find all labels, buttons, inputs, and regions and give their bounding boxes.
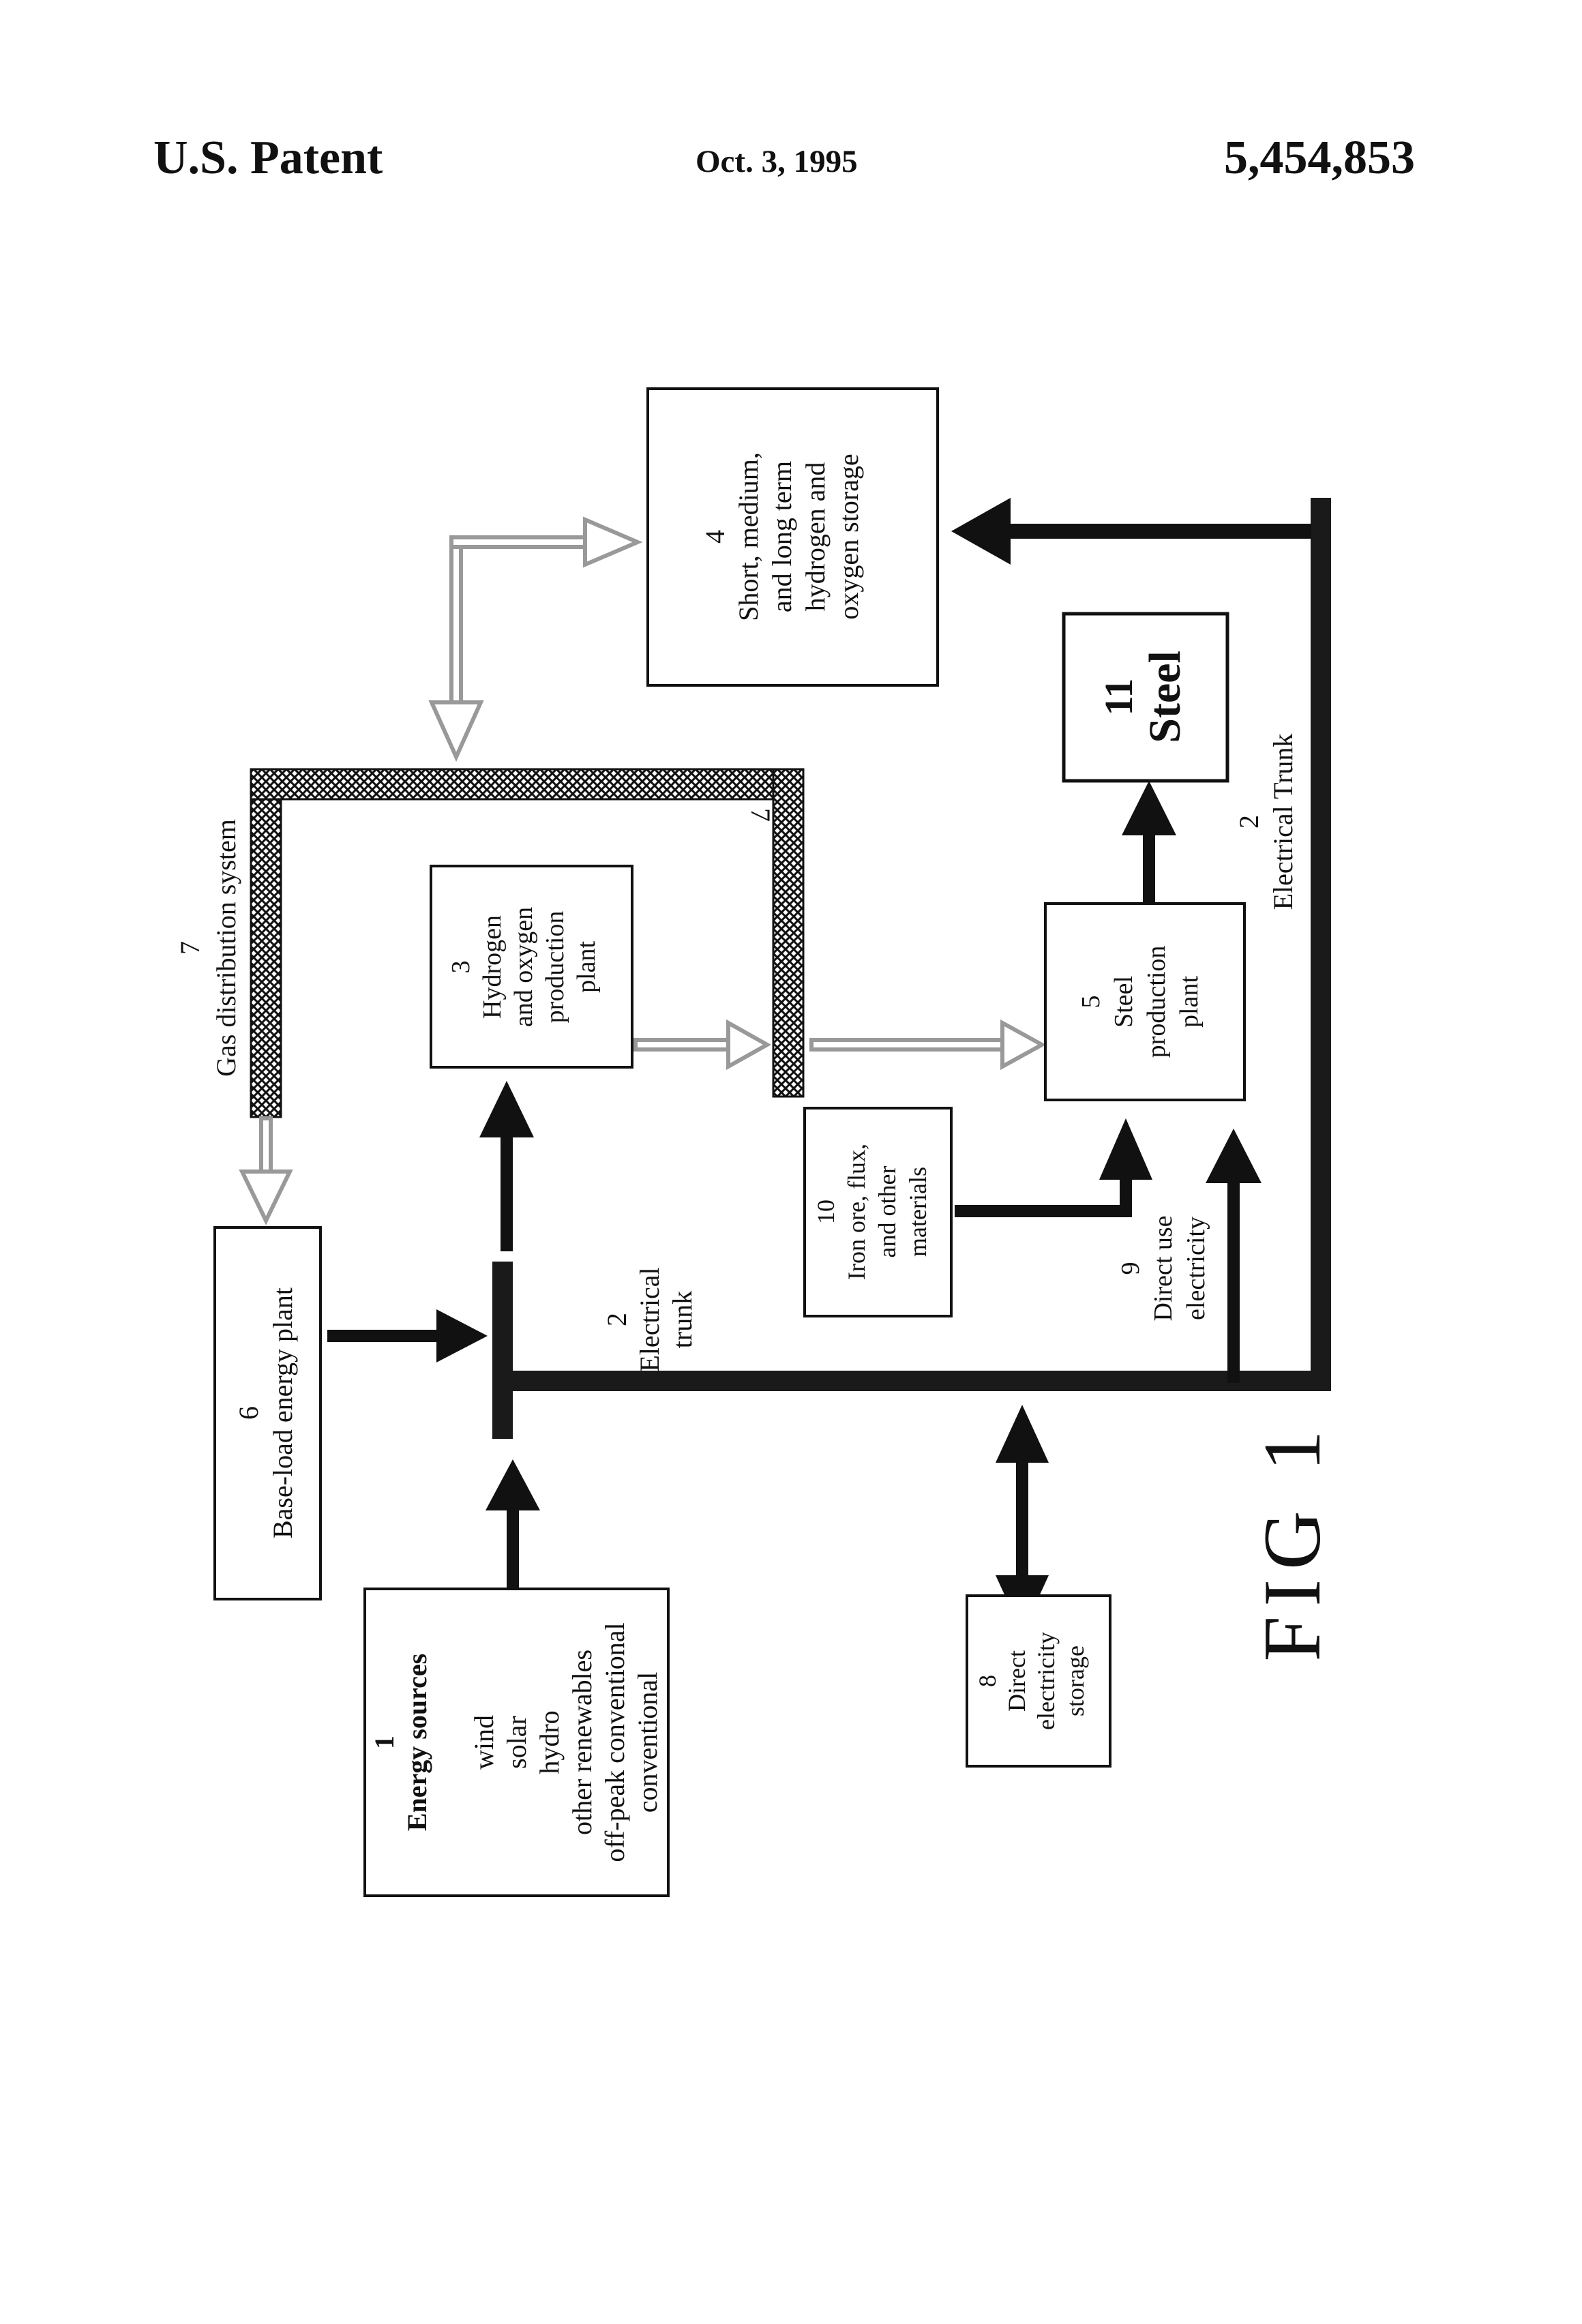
box-line: Direct	[1003, 1650, 1030, 1712]
list-item: solar	[501, 1716, 532, 1769]
box-line: electricity	[1032, 1632, 1060, 1730]
box-title: Energy sources	[402, 1654, 432, 1831]
box-gas-storage: 4 Short, medium, and long term hydrogen …	[648, 389, 938, 685]
gas-distribution-number-2: 7	[745, 808, 776, 822]
electrical-trunk-label: trunk	[667, 1291, 698, 1348]
gas-distribution-label: Gas distribution system	[211, 819, 241, 1077]
box-line: materials	[904, 1167, 931, 1257]
box-line: and oxygen	[509, 907, 538, 1027]
box-line: and other	[874, 1166, 901, 1258]
direct-use-number: 9	[1116, 1262, 1145, 1275]
list-item: conventional	[632, 1672, 663, 1813]
electrical-trunk-number: 2	[601, 1313, 632, 1326]
electrical-trunk-right-number: 2	[1234, 815, 1264, 829]
box-number: 3	[447, 961, 475, 974]
box-line: Iron ore, flux,	[843, 1144, 870, 1280]
box-electricity-storage: 8 Direct electricity storage	[967, 1596, 1110, 1766]
list-item: other renewables	[567, 1650, 597, 1835]
box-number: 1	[369, 1735, 400, 1749]
box-base-load-plant: 6 Base-load energy plant	[215, 1227, 320, 1599]
box-number: 11	[1096, 679, 1141, 716]
box-number: 8	[974, 1675, 1001, 1687]
box-label: Steel	[1140, 651, 1190, 743]
box-line: plant	[1175, 976, 1204, 1028]
box-iron-ore: 10 Iron ore, flux, and other materials	[805, 1108, 951, 1316]
direct-use-label: Direct use	[1149, 1215, 1178, 1321]
gas-distribution-number: 7	[175, 941, 205, 955]
box-energy-sources: 1 Energy sources wind solar hydro other …	[365, 1589, 668, 1896]
box-number: 4	[700, 530, 730, 543]
list-item: hydro	[534, 1710, 565, 1774]
box-line: Hydrogen	[478, 915, 507, 1019]
figure-label: FIG 1	[1247, 1420, 1337, 1661]
box-number: 6	[233, 1406, 264, 1420]
electrical-trunk-right-label: Electrical Trunk	[1268, 734, 1298, 910]
list-item: wind	[468, 1715, 499, 1770]
direct-use-label: electricity	[1182, 1217, 1210, 1320]
electrical-trunk-label: Electrical	[634, 1267, 665, 1371]
box-number: 10	[812, 1200, 839, 1224]
box-label: Base-load energy plant	[267, 1287, 298, 1538]
box-line: and long term	[766, 461, 797, 612]
box-hydrogen-oxygen-plant: 3 Hydrogen and oxygen production plant	[431, 866, 632, 1067]
box-steel-production-plant: 5 Steel production plant	[1045, 904, 1244, 1100]
box-line: Short, medium,	[733, 452, 764, 621]
box-line: production	[541, 911, 569, 1024]
box-line: oxygen storage	[833, 453, 864, 619]
box-line: Steel	[1109, 976, 1138, 1028]
box-line: hydrogen and	[800, 462, 831, 612]
box-number: 5	[1077, 996, 1105, 1009]
box-line: production	[1142, 946, 1171, 1058]
list-item: off-peak conventional	[599, 1622, 630, 1862]
box-line: storage	[1062, 1645, 1089, 1716]
box-steel: 11 Steel	[1064, 614, 1227, 781]
box-line: plant	[572, 941, 601, 993]
